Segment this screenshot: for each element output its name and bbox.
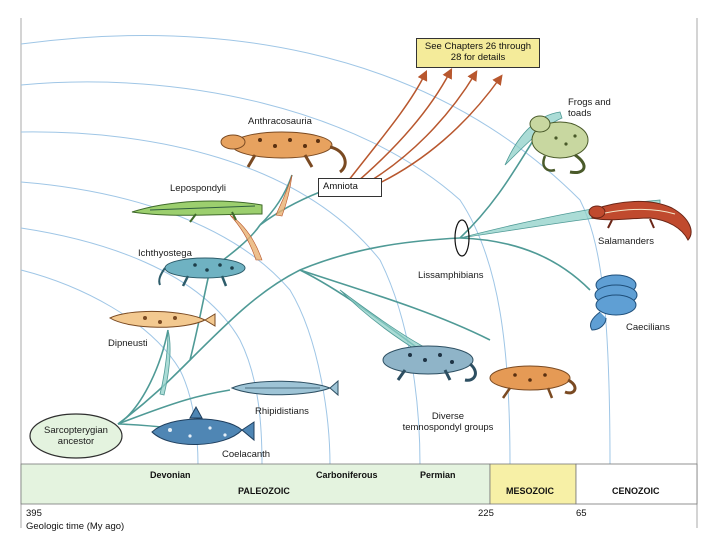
lungfish-fan xyxy=(159,329,171,396)
arrow xyxy=(344,69,428,186)
rhipidistian-illustration xyxy=(230,379,339,397)
temno-line1: Diverse xyxy=(431,411,465,422)
anthracosaur-illustration xyxy=(220,131,347,174)
era-cenozoic: CENOZOIC xyxy=(612,486,660,496)
time-arcs xyxy=(20,35,611,466)
period-devonian: Devonian xyxy=(150,470,191,480)
caecilians-label: Caecilians xyxy=(626,322,670,333)
ancestor-line2: ancestor xyxy=(57,436,95,447)
branch xyxy=(299,269,491,341)
lepospondyl-fan xyxy=(229,214,263,261)
rhipidistians-label: Rhipidistians xyxy=(255,406,309,417)
lissamphibians-label: Lissamphibians xyxy=(418,270,484,281)
cenozoic-band xyxy=(575,463,698,505)
caecilian-illustration xyxy=(589,274,638,331)
era-mesozoic: MESOZOIC xyxy=(506,486,555,496)
arrow xyxy=(349,68,453,189)
mesozoic-band xyxy=(489,463,577,505)
temnospondyl-illustration xyxy=(489,365,577,399)
tick-395: 395 xyxy=(26,508,42,519)
temno-line2: temnospondyl groups xyxy=(402,422,494,433)
ancestor-node xyxy=(29,413,123,459)
lepospondyl-illustration xyxy=(131,200,263,223)
time-arc xyxy=(20,181,331,466)
tick-225: 225 xyxy=(478,508,494,519)
anthracosaur-fan xyxy=(275,174,293,217)
temno-fan xyxy=(339,289,431,356)
dipneusti-label: Dipneusti xyxy=(108,338,148,349)
anthracosauria-label: Anthracosauria xyxy=(248,116,312,127)
time-arc xyxy=(20,81,511,466)
temnospondyl-illustration xyxy=(382,345,477,382)
branch xyxy=(189,237,461,361)
period-carboniferous: Carboniferous xyxy=(316,470,378,480)
branch xyxy=(117,329,169,425)
period-permian: Permian xyxy=(420,470,456,480)
ichthyostega-illustration xyxy=(158,257,246,287)
amniota-node: Amniota xyxy=(318,178,382,197)
era-paleozoic: PALEOZOIC xyxy=(238,486,290,496)
lepospondyli-label: Lepospondyli xyxy=(170,183,226,194)
chapters-callout: See Chapters 26 through 28 for details xyxy=(416,38,540,68)
amniota-label: Amniota xyxy=(323,181,358,192)
branch xyxy=(259,191,321,226)
callout-line2: 28 for details xyxy=(450,52,506,63)
arrow xyxy=(359,74,503,193)
frogs-line2: toads xyxy=(568,108,592,119)
lungfish-illustration xyxy=(108,311,216,328)
temnospondyl-label: Diverse temnospondyl groups xyxy=(388,411,508,433)
branch xyxy=(459,237,591,291)
frog-illustration xyxy=(529,115,589,175)
salamanders-label: Salamanders xyxy=(598,236,654,247)
lissamphibian-loop xyxy=(454,219,470,257)
frogs-label: Frogs and toads xyxy=(568,97,611,119)
time-arc xyxy=(20,131,421,466)
frogs-line1: Frogs and xyxy=(568,97,611,108)
time-arc xyxy=(20,35,611,466)
axis-label: Geologic time (My ago) xyxy=(26,521,125,532)
salamander-illustration xyxy=(588,201,692,241)
branch xyxy=(117,389,231,425)
ancestor-label: Sarcopterygian ancestor xyxy=(36,425,116,447)
callout-line1: See Chapters 26 through xyxy=(424,41,532,52)
anthracosaur-fans xyxy=(229,174,293,261)
coelacanth-illustration xyxy=(151,405,255,446)
ancestor-line1: Sarcopterygian xyxy=(44,425,108,436)
tick-65: 65 xyxy=(576,508,587,519)
amniote-arrows xyxy=(344,68,503,193)
ichthyostega-label: Ichthyostega xyxy=(138,248,192,259)
coelacanth-label: Coelacanth xyxy=(222,449,271,460)
